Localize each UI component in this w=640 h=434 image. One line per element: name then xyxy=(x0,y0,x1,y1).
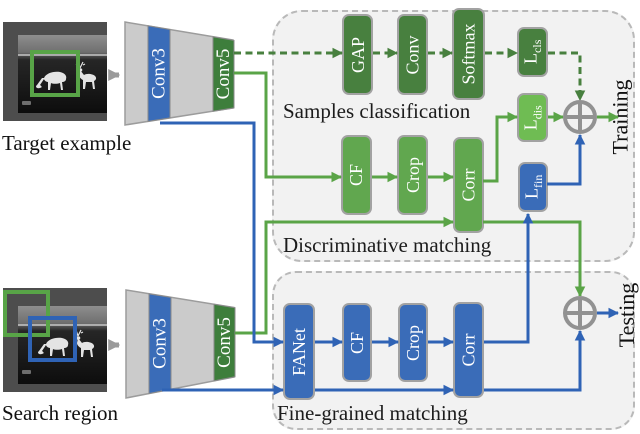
block-softmax-label: Softmax xyxy=(458,23,479,85)
label-training: Training xyxy=(600,65,640,169)
target-conv5-bar xyxy=(212,36,235,112)
block-softmax: Softmax xyxy=(452,8,485,100)
label-testing: Testing xyxy=(607,263,640,367)
target-conv5-label: Conv5 xyxy=(213,49,234,100)
search-conv3-bar xyxy=(148,293,172,395)
block-cf-train: CF xyxy=(341,135,372,215)
watermark-smudge xyxy=(22,101,31,105)
search-context-bbox xyxy=(3,290,50,337)
target-image xyxy=(3,22,107,121)
horizon-line xyxy=(18,54,107,56)
loss-dis-label: Ldis xyxy=(520,104,545,131)
deer-grazing xyxy=(38,337,69,356)
block-cf-train-label: CF xyxy=(346,163,367,187)
loss-dis: Ldis xyxy=(517,93,548,142)
block-conv: Conv xyxy=(397,14,428,95)
block-corr-test: Corr xyxy=(453,302,484,398)
label-testing-text: Testing xyxy=(614,282,640,348)
loss-fin: Lfin xyxy=(518,162,548,212)
block-crop-train-label: Crop xyxy=(402,157,423,193)
target-conv3-label: Conv3 xyxy=(149,48,170,99)
target-encoder: Conv3 Conv5 xyxy=(124,21,235,126)
search-conv5-bar xyxy=(213,303,236,382)
target-bbox xyxy=(30,50,80,97)
search-target-bbox xyxy=(28,316,77,362)
caption-target-example: Target example xyxy=(2,131,132,155)
horizon-line xyxy=(18,324,107,326)
block-corr-train-label: Corr xyxy=(458,168,479,202)
loss-cls-label: Lcls xyxy=(520,39,545,65)
loss-fin-label: Lfin xyxy=(521,174,545,200)
label-samples-classification: Samples classification xyxy=(283,99,471,123)
block-gap: GAP xyxy=(342,14,373,95)
deer-standing xyxy=(73,329,95,357)
block-corr-train: Corr xyxy=(453,137,484,233)
label-fine-grained-matching: Fine-grained matching xyxy=(277,401,468,425)
watermark-smudge xyxy=(22,370,31,374)
search-conv3-label: Conv3 xyxy=(150,318,171,369)
block-fanet: FANet xyxy=(283,303,315,400)
label-training-text: Training xyxy=(607,79,633,155)
label-discriminative-matching: Discriminative matching xyxy=(283,233,492,257)
block-fanet-label: FANet xyxy=(289,327,310,376)
block-crop-test-label: Crop xyxy=(403,324,423,361)
arrow-targetconv3-to-fanet xyxy=(160,121,285,348)
block-conv-label: Conv xyxy=(402,34,423,75)
block-cf-test: CF xyxy=(342,303,372,382)
loss-cls: Lcls xyxy=(517,27,548,77)
block-cf-test-label: CF xyxy=(347,331,367,354)
caption-search-region: Search region xyxy=(2,401,119,425)
search-conv5-label: Conv5 xyxy=(214,317,235,368)
block-gap-label: GAP xyxy=(347,36,368,73)
block-crop-train: Crop xyxy=(397,135,428,215)
block-corr-test-label: Corr xyxy=(458,333,479,367)
block-crop-test: Crop xyxy=(398,303,428,382)
search-encoder: Conv3 Conv5 xyxy=(125,289,236,399)
deer-grazing xyxy=(36,71,67,90)
deer-standing xyxy=(75,61,97,89)
target-conv3-bar xyxy=(147,25,171,122)
search-image xyxy=(3,288,107,392)
